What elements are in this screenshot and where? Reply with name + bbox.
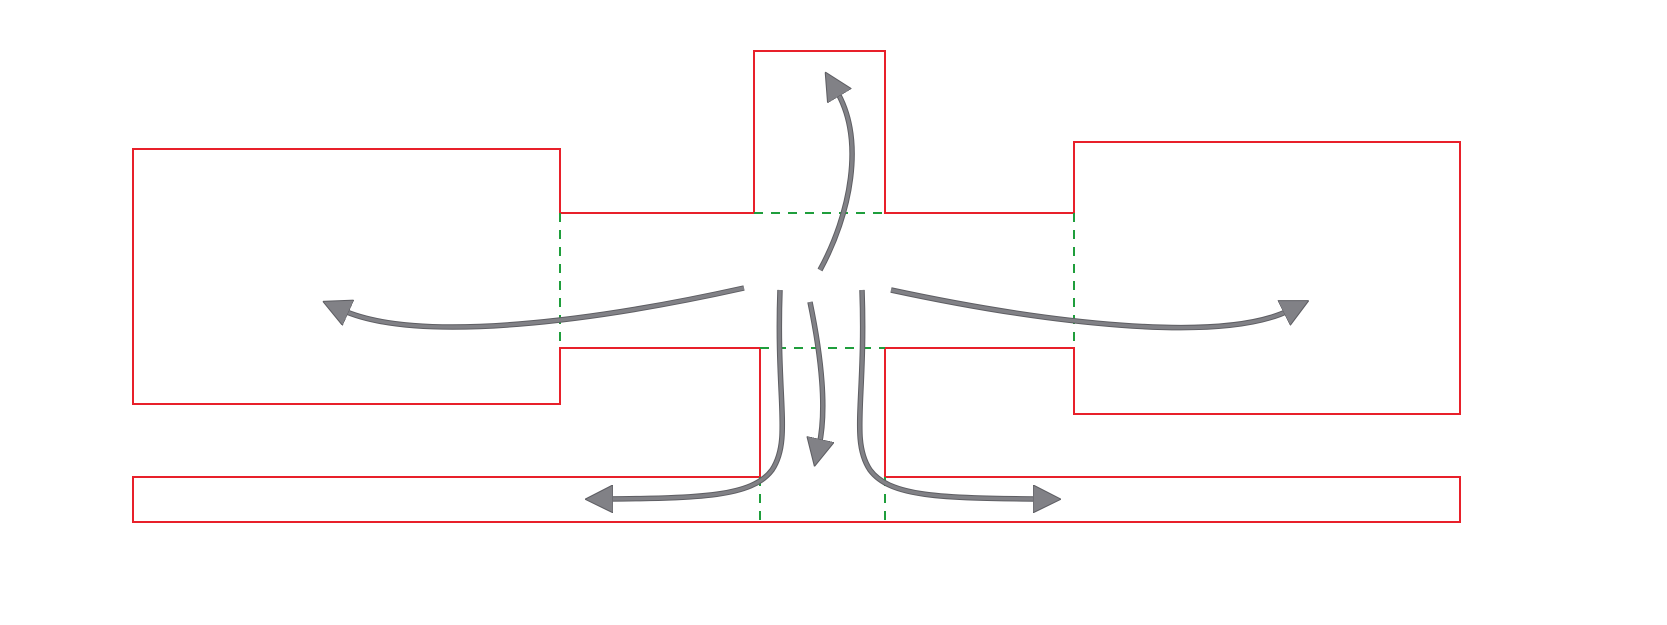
flow-down-arrow	[810, 301, 823, 446]
flow-left-arrow	[342, 285, 745, 330]
arrow-shaft	[810, 301, 823, 446]
arrow-outline	[605, 289, 786, 502]
arrow-shaft	[890, 288, 1290, 330]
flow-right-arrow	[890, 287, 1290, 331]
arrow-shaft	[857, 289, 1040, 499]
flow-arrows	[342, 90, 1290, 499]
wall-outline	[132, 50, 1461, 523]
flow-down-right-arrow	[856, 289, 1041, 502]
arrow-shaft	[606, 289, 785, 499]
flow-up-arrow	[817, 90, 855, 272]
flow-down-left-arrow	[605, 289, 786, 502]
arrow-outline	[856, 289, 1041, 502]
openings	[559, 212, 1075, 522]
arrow-shaft	[818, 90, 854, 271]
arrow-shaft	[342, 286, 745, 329]
